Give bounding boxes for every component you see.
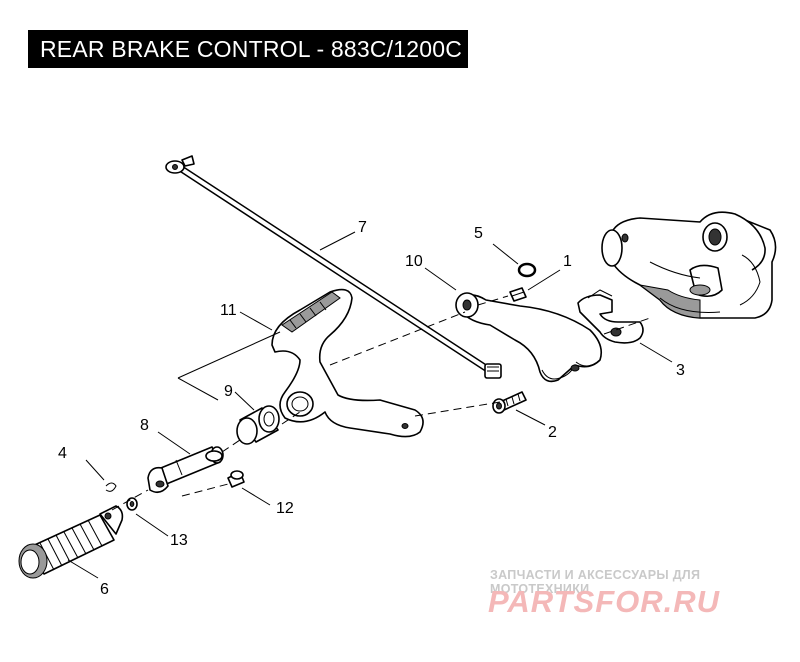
callout-numbers: 1 2 3 4 5 6 7 8 9 10 11 12 13 <box>58 219 685 598</box>
frame-casting <box>601 211 777 319</box>
callout-9: 9 <box>224 383 233 400</box>
leader-lines <box>67 231 673 579</box>
watermark-tagline: ЗАПЧАСТИ И АКСЕССУАРЫ ДЛЯ МОТОТЕХНИКИ <box>490 568 701 596</box>
callout-13: 13 <box>170 532 188 549</box>
callout-3: 3 <box>676 362 685 379</box>
part-11-bracket <box>177 331 281 379</box>
brake-lever-arm-part-10 <box>455 292 603 383</box>
callout-11: 11 <box>220 302 237 319</box>
screw-part-1 <box>509 287 527 302</box>
callout-12: 12 <box>276 500 294 517</box>
washer-part-13 <box>126 497 138 511</box>
ring-part-5 <box>517 262 537 278</box>
brake-pedal-part-11 <box>271 288 424 438</box>
callout-10: 10 <box>405 253 423 270</box>
clip-part-4 <box>105 482 117 492</box>
callout-5: 5 <box>474 225 483 242</box>
callout-6: 6 <box>100 581 109 598</box>
assembly-lines <box>111 295 651 511</box>
brake-rod-part-7 <box>165 155 502 379</box>
bushing-part-9 <box>236 405 280 445</box>
callout-1: 1 <box>563 253 572 270</box>
bolt-part-2 <box>492 391 527 414</box>
callout-7: 7 <box>358 219 367 236</box>
screw-part-12 <box>227 470 245 488</box>
page-title: REAR BRAKE CONTROL - 883C/1200C <box>28 30 468 68</box>
callout-4: 4 <box>58 445 67 462</box>
callout-2: 2 <box>548 424 557 441</box>
pivot-pin-part-8 <box>147 446 224 494</box>
bracket-part-3 <box>577 289 644 344</box>
watermark-brand: PARTSFOR.RU <box>488 584 721 619</box>
callout-8: 8 <box>140 417 149 434</box>
foot-peg-part-6 <box>18 505 124 579</box>
